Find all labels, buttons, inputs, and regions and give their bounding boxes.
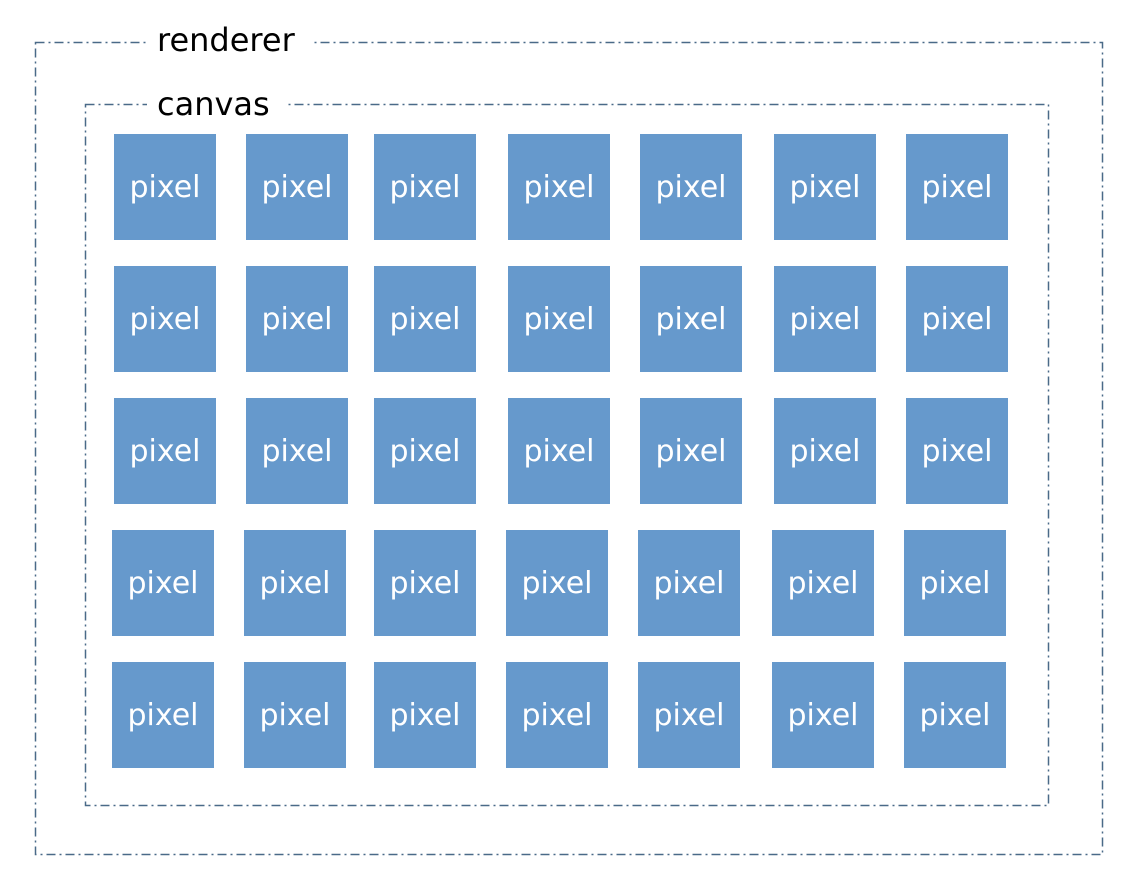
pixel-cell: pixel bbox=[114, 266, 216, 372]
pixel-cell: pixel bbox=[906, 398, 1008, 504]
canvas-border bbox=[84, 103, 1050, 807]
pixel-cell: pixel bbox=[640, 266, 742, 372]
pixel-cell: pixel bbox=[114, 398, 216, 504]
pixel-cell: pixel bbox=[374, 134, 476, 240]
pixel-cell: pixel bbox=[772, 530, 874, 636]
pixel-cell: pixel bbox=[640, 398, 742, 504]
pixel-cell: pixel bbox=[640, 134, 742, 240]
pixel-cell: pixel bbox=[638, 530, 740, 636]
canvas-frame: canvas bbox=[84, 84, 1050, 807]
pixel-cell: pixel bbox=[638, 662, 740, 768]
pixel-cell: pixel bbox=[374, 662, 476, 768]
pixel-cell: pixel bbox=[774, 398, 876, 504]
pixel-cell: pixel bbox=[904, 662, 1006, 768]
pixel-cell: pixel bbox=[774, 266, 876, 372]
pixel-cell: pixel bbox=[906, 266, 1008, 372]
pixel-cell: pixel bbox=[244, 662, 346, 768]
pixel-cell: pixel bbox=[374, 266, 476, 372]
renderer-label: renderer bbox=[147, 20, 313, 60]
pixel-cell: pixel bbox=[246, 266, 348, 372]
pixel-cell: pixel bbox=[112, 530, 214, 636]
pixel-cell: pixel bbox=[774, 134, 876, 240]
renderer-border bbox=[34, 41, 1104, 856]
pixel-cell: pixel bbox=[508, 398, 610, 504]
pixel-cell: pixel bbox=[508, 134, 610, 240]
pixel-cell: pixel bbox=[374, 530, 476, 636]
pixel-cell: pixel bbox=[114, 134, 216, 240]
pixel-cell: pixel bbox=[112, 662, 214, 768]
pixel-cell: pixel bbox=[246, 134, 348, 240]
pixel-cell: pixel bbox=[374, 398, 476, 504]
renderer-frame: renderer bbox=[34, 20, 1104, 856]
pixel-cell: pixel bbox=[772, 662, 874, 768]
pixel-cell: pixel bbox=[506, 530, 608, 636]
pixel-cell: pixel bbox=[508, 266, 610, 372]
canvas-label: canvas bbox=[147, 84, 288, 124]
pixel-cell: pixel bbox=[904, 530, 1006, 636]
pixel-cell: pixel bbox=[906, 134, 1008, 240]
pixel-cell: pixel bbox=[246, 398, 348, 504]
pixel-cell: pixel bbox=[506, 662, 608, 768]
pixel-cell: pixel bbox=[244, 530, 346, 636]
